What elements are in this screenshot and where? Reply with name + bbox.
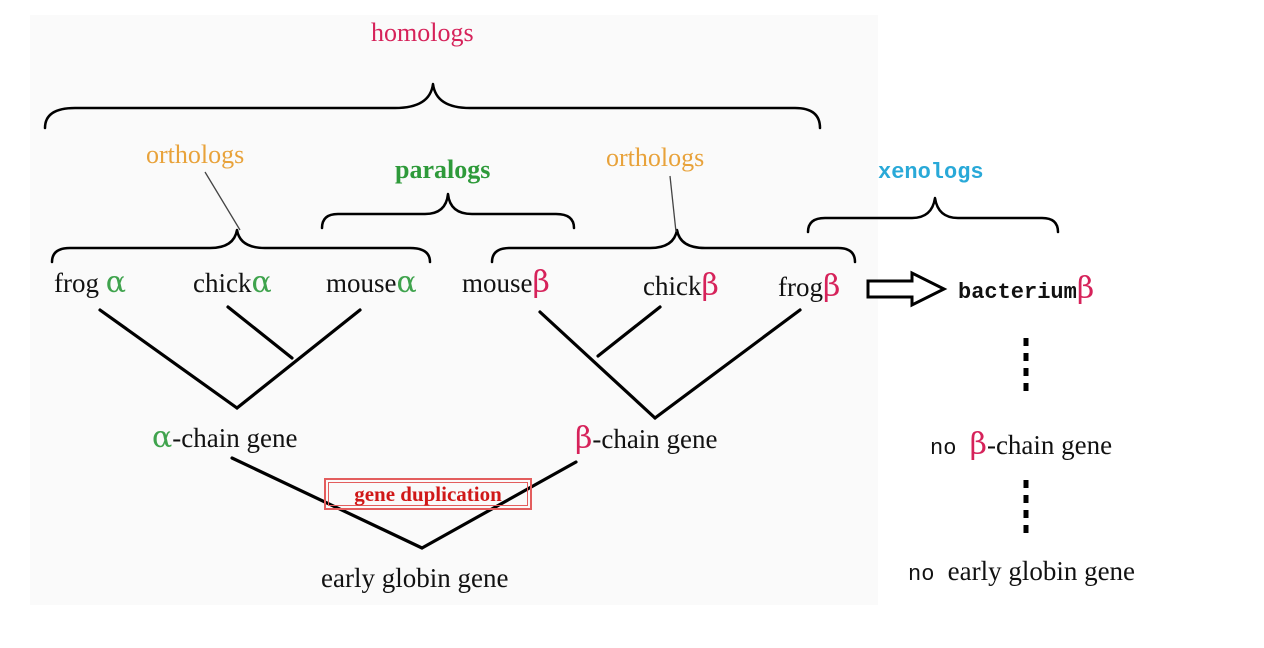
beta-symbol: β: [532, 265, 550, 300]
no-prefix: no: [930, 436, 970, 461]
species-name: bacterium: [958, 280, 1077, 305]
gene-text: early globin gene: [947, 556, 1136, 586]
branch-duplication-left: [230, 456, 424, 550]
beta-chain-gene-label: β-chain gene: [575, 424, 718, 454]
orthologs-alpha-pointer: [204, 171, 241, 231]
branch-chick-beta: [596, 305, 662, 358]
branch-alpha-node: [235, 308, 362, 410]
species-chick-beta: chickβ: [643, 271, 719, 301]
species-name: frog: [778, 272, 823, 302]
species-name: frog: [54, 268, 99, 298]
homologs-brace: [43, 82, 822, 130]
orthologs-alpha-brace: [50, 228, 432, 264]
branch-beta-right: [653, 308, 802, 420]
alpha-symbol: α: [152, 420, 173, 455]
species-frog-alpha: frog α: [54, 268, 126, 298]
orthologs-beta-brace: [490, 228, 857, 264]
beta-symbol: β: [701, 268, 719, 303]
xenologs-label: xenologs: [878, 160, 984, 185]
species-frog-beta: frogβ: [778, 272, 840, 302]
species-name: mouse: [326, 268, 397, 298]
alpha-symbol: α: [251, 265, 272, 300]
gene-text: -chain gene: [592, 424, 718, 454]
gene-duplication-box: gene duplication: [324, 478, 532, 510]
branch-beta-left: [538, 310, 657, 420]
early-globin-gene-label: early globin gene: [321, 563, 509, 593]
gene-text: -chain gene: [986, 430, 1113, 460]
species-mouse-alpha: mouseα: [326, 268, 417, 298]
orthologs-alpha-label: orthologs: [146, 140, 245, 169]
beta-symbol: β: [1076, 271, 1095, 306]
gene-text: -chain gene: [172, 423, 298, 453]
transfer-arrow: [866, 270, 948, 308]
species-name: chick: [193, 268, 252, 298]
species-mouse-beta: mouseβ: [462, 268, 550, 298]
xenologs-brace: [806, 196, 1060, 234]
beta-symbol: β: [822, 269, 841, 304]
no-beta-chain-gene-label: no β-chain gene: [930, 430, 1112, 460]
species-chick-alpha: chickα: [193, 268, 272, 298]
branch-chick-alpha: [226, 305, 294, 360]
no-early-globin-gene-label: no early globin gene: [908, 558, 1135, 586]
species-name: chick: [643, 271, 702, 301]
background-panel: [30, 15, 878, 605]
paralogs-label: paralogs: [395, 155, 491, 184]
paralogs-brace: [320, 192, 576, 230]
beta-symbol: β: [575, 421, 593, 456]
homologs-label: homologs: [371, 18, 474, 47]
alpha-symbol: α: [396, 265, 417, 300]
alpha-chain-gene-label: α-chain gene: [152, 423, 297, 453]
species-name: mouse: [462, 268, 533, 298]
orthologs-beta-label: orthologs: [606, 143, 705, 172]
branch-frog-alpha: [98, 308, 239, 410]
gene-duplication-label: gene duplication: [328, 482, 528, 506]
orthologs-beta-pointer: [669, 175, 677, 233]
alpha-symbol: α: [105, 265, 126, 300]
no-prefix: no: [908, 562, 948, 587]
species-bacterium-beta: bacteriumβ: [958, 274, 1094, 304]
beta-symbol: β: [969, 427, 987, 462]
